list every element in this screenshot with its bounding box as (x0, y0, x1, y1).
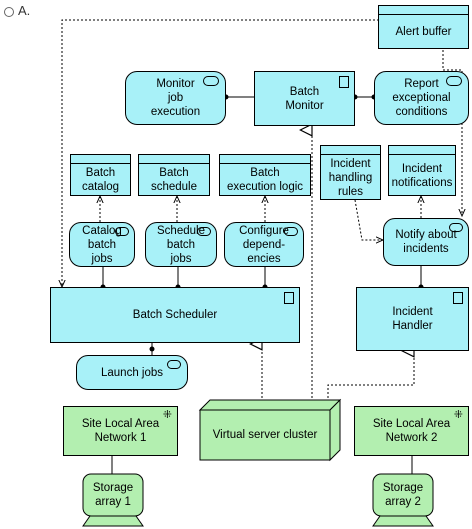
launch-jobs-label: Launch jobs (100, 366, 164, 379)
storage-array-1-label: Storage array 1 (92, 482, 134, 508)
incident-handling-rules-data-object: Incident handling rules (320, 145, 381, 200)
component-icon (339, 76, 349, 88)
service-icon (115, 227, 129, 236)
storage-array-1-device (82, 473, 144, 527)
service-icon (446, 76, 462, 86)
storage-array-2-label-wrap: Storage array 2 (373, 474, 433, 516)
batch-catalog-label: Batch catalog (81, 167, 120, 193)
configure-dependencies-label: Configure depend- encies (239, 224, 289, 265)
catalog-batch-jobs-label: Catalog batch jobs (82, 224, 122, 265)
network-icon: ⁜ (453, 409, 463, 421)
service-icon (284, 227, 298, 236)
virtual-server-cluster-label: Virtual server cluster (212, 429, 318, 441)
service-icon (449, 223, 463, 232)
radio-button[interactable] (4, 6, 14, 17)
batch-catalog-data-object: Batch catalog (70, 154, 131, 196)
batch-execution-logic-label: Batch execution logic (226, 167, 304, 193)
answer-option-a[interactable]: A. (4, 3, 30, 18)
batch-schedule-label: Batch schedule (150, 167, 198, 193)
storage-array-2-device (372, 473, 434, 527)
report-exceptional-conditions-service: Report exceptional conditions (374, 71, 469, 125)
monitor-job-execution-label: Monitor job execution (150, 78, 201, 118)
site-lan-1-network: Site Local Area Network 1 ⁜ (63, 406, 178, 456)
connector-lines (62, 19, 462, 474)
batch-monitor-label: Batch Monitor (285, 85, 324, 112)
batch-execution-logic-data-object: Batch execution logic (219, 154, 311, 196)
report-exceptional-conditions-label: Report exceptional conditions (392, 78, 451, 118)
launch-jobs-service: Launch jobs (76, 355, 188, 390)
alert-buffer-label: Alert buffer (395, 26, 452, 38)
virtual-server-cluster-node (198, 398, 342, 462)
service-icon (197, 227, 211, 236)
site-lan-2-label: Site Local Area Network 2 (372, 418, 451, 444)
batch-scheduler-component: Batch Scheduler (50, 287, 300, 343)
service-icon (167, 360, 181, 369)
option-label: A. (18, 3, 31, 18)
schedule-batch-jobs-service: Schedule batch jobs (145, 222, 217, 267)
service-icon (203, 76, 219, 86)
batch-scheduler-label: Batch Scheduler (132, 309, 218, 321)
site-lan-2-network: Site Local Area Network 2 ⁜ (354, 406, 469, 456)
notify-about-incidents-service: Notify about incidents (383, 218, 469, 266)
network-icon: ⁜ (162, 409, 172, 421)
incident-handler-label: Incident Handler (392, 306, 433, 332)
batch-monitor-component: Batch Monitor (254, 71, 355, 126)
site-lan-1-label: Site Local Area Network 1 (81, 418, 160, 444)
schedule-batch-jobs-label: Schedule batch jobs (157, 224, 205, 265)
storage-array-1-label-wrap: Storage array 1 (83, 474, 143, 516)
incident-notifications-label: Incident notifications (391, 162, 453, 189)
configure-dependencies-service: Configure depend- encies (224, 222, 304, 267)
incident-handling-rules-label: Incident handling rules (328, 157, 373, 198)
notify-about-incidents-label: Notify about incidents (395, 229, 457, 255)
batch-schedule-data-object: Batch schedule (138, 154, 210, 196)
component-icon (284, 292, 294, 304)
alert-buffer-data-object: Alert buffer (378, 5, 469, 49)
virtual-server-cluster-label-wrap: Virtual server cluster (200, 410, 330, 460)
monitor-job-execution-service: Monitor job execution (125, 71, 226, 125)
catalog-batch-jobs-service: Catalog batch jobs (69, 222, 135, 267)
storage-array-2-label: Storage array 2 (382, 482, 424, 508)
incident-notifications-data-object: Incident notifications (388, 145, 456, 196)
incident-handler-component: Incident Handler (356, 287, 469, 351)
component-icon (453, 292, 463, 304)
